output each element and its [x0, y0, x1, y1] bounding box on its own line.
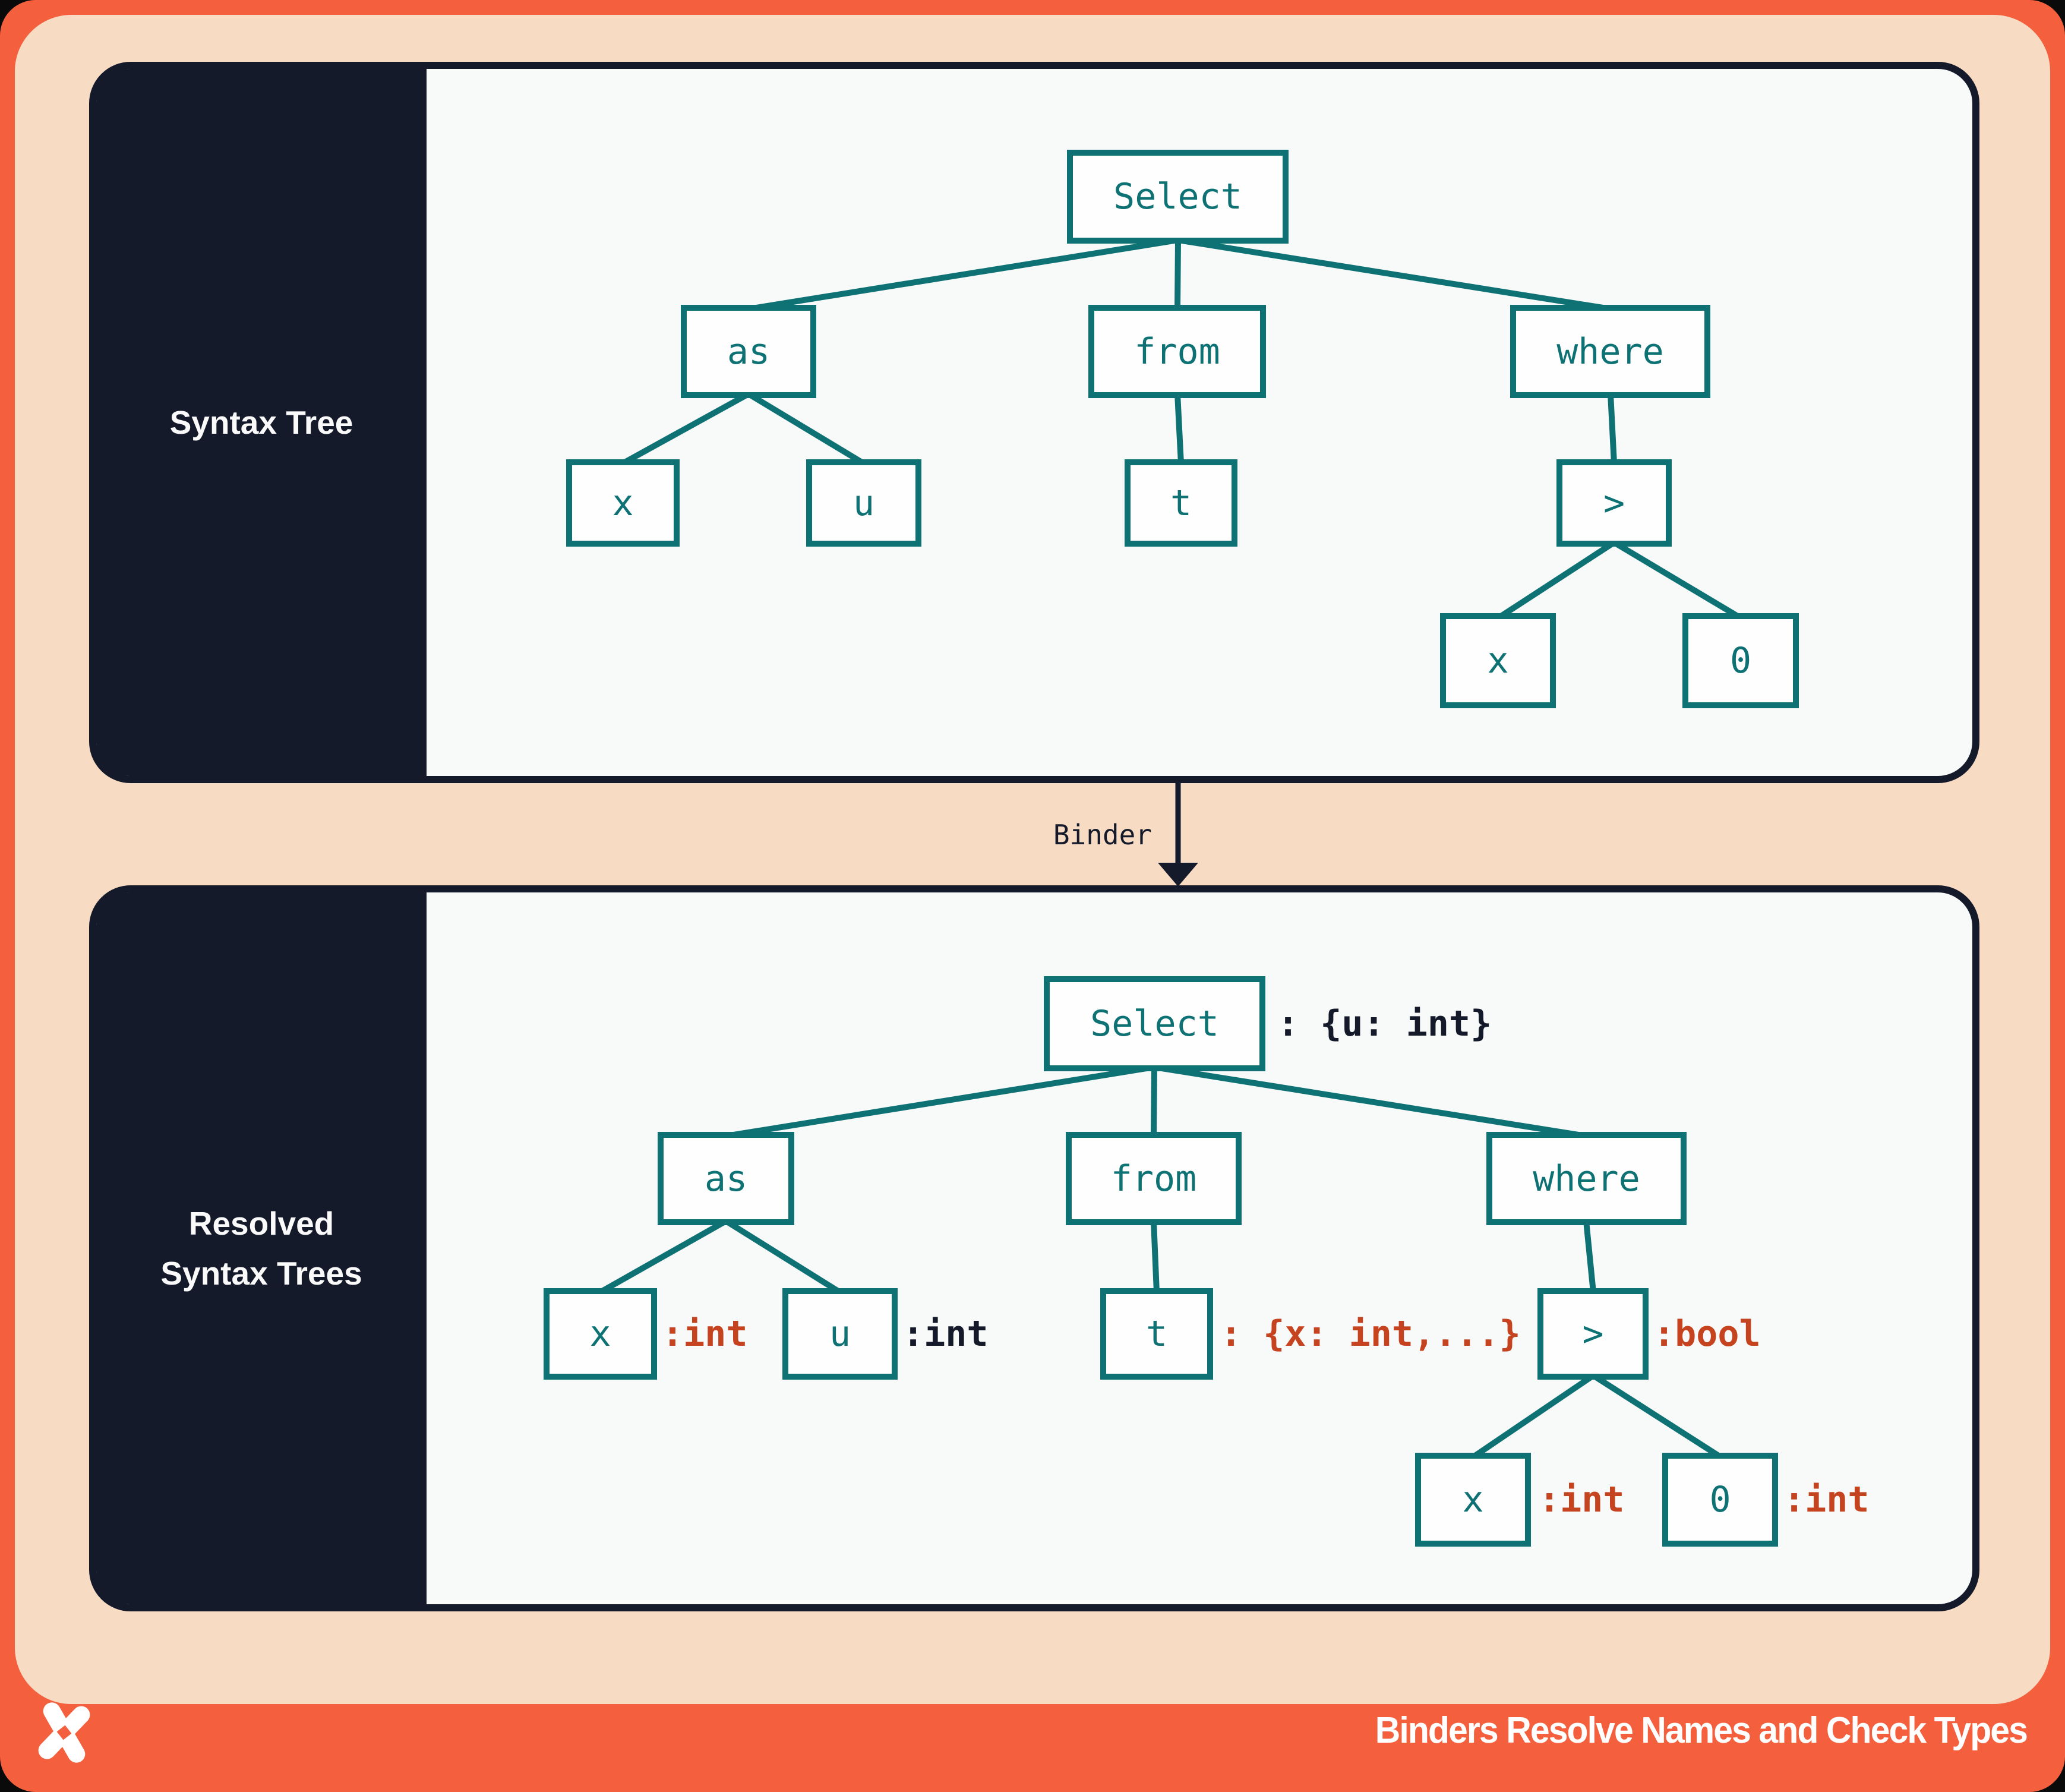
- footer-title: Binders Resolve Names and Check Types: [1375, 1710, 2028, 1751]
- annotation-select-type: : {u: int}: [1277, 1003, 1492, 1045]
- sidebar-syntax-tree: Syntax Tree: [96, 69, 427, 776]
- annotation-x-gt-child-type: :int: [1539, 1479, 1625, 1520]
- node-as: as: [681, 305, 816, 398]
- node-u: u: [806, 459, 921, 547]
- node-t-resolved: t: [1100, 1288, 1213, 1380]
- node-gt: >: [1556, 459, 1672, 547]
- node-where: where: [1510, 305, 1710, 398]
- node-from: from: [1088, 305, 1266, 398]
- sidebar-resolved-syntax-trees: Resolved Syntax Trees: [96, 892, 427, 1604]
- annotation-x-type: :int: [662, 1313, 748, 1355]
- annotation-u-type: :int: [902, 1313, 989, 1355]
- node-select: Select: [1067, 150, 1289, 244]
- node-x-gt-child: x: [1440, 613, 1556, 708]
- node-from-resolved: from: [1066, 1132, 1242, 1225]
- node-u-resolved: u: [782, 1288, 898, 1380]
- node-as-resolved: as: [658, 1132, 794, 1225]
- node-x-as-child-resolved: x: [544, 1288, 657, 1380]
- node-zero: 0: [1682, 613, 1799, 708]
- node-t: t: [1125, 459, 1237, 547]
- x-star-logo-icon: [38, 1702, 90, 1763]
- annotation-gt-type: :bool: [1653, 1313, 1761, 1355]
- sidebar-label-syntax-tree: Syntax Tree: [169, 404, 353, 441]
- sidebar-label-resolved-line2: Syntax Trees: [160, 1255, 362, 1292]
- binder-label: Binder: [1053, 819, 1152, 851]
- node-select-resolved: Select: [1044, 976, 1265, 1071]
- annotation-zero-type: :int: [1783, 1479, 1870, 1520]
- annotation-t-type: : {x: int,...}: [1220, 1313, 1521, 1355]
- sidebar-label-resolved-line1: Resolved: [188, 1205, 334, 1242]
- node-x-gt-child-resolved: x: [1415, 1453, 1531, 1547]
- panel-syntax-tree: Syntax Tree: [89, 62, 1979, 783]
- node-where-resolved: where: [1486, 1132, 1687, 1225]
- node-gt-resolved: >: [1537, 1288, 1649, 1380]
- node-x-as-child: x: [566, 459, 680, 547]
- node-zero-resolved: 0: [1662, 1453, 1778, 1547]
